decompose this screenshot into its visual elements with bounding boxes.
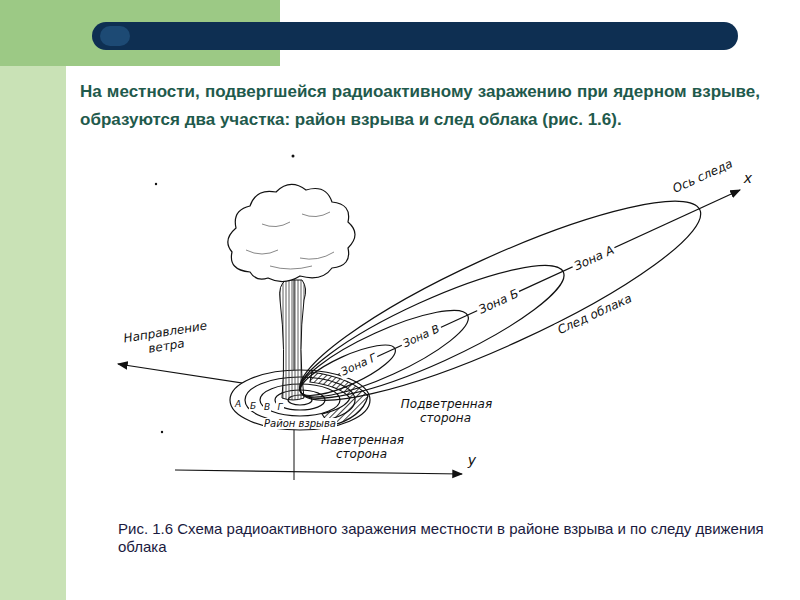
y-axis [175, 470, 462, 474]
ring-letter-text: Г [276, 402, 283, 412]
slide-title: На местности, подвергшейся радиоактивном… [80, 78, 760, 134]
figure-caption: Рис. 1.6 Схема радиоактивного заражения … [118, 520, 768, 556]
zone-ellipse: Зона Г [294, 335, 402, 406]
content-panel [66, 66, 800, 600]
cloud-shading [246, 212, 334, 269]
title-wrap: На местности, подвергшейся радиоактивном… [80, 78, 760, 134]
side-label-text: Подветренная сторона [400, 397, 492, 425]
zone-label: Зона А [570, 242, 618, 274]
trace-label-text: След облака [554, 291, 634, 338]
axis-label: Ось следа [659, 152, 747, 202]
dot [155, 183, 157, 185]
side-label: Подветренная сторона [386, 398, 506, 426]
side-bar [0, 0, 66, 600]
caption-wrap: Рис. 1.6 Схема радиоактивного заражения … [118, 520, 768, 556]
trace-label: След облака [542, 286, 648, 344]
axis-label-text: Ось следа [670, 156, 736, 196]
zone-outline-shape [295, 336, 401, 405]
side-label: Наветренная сторона [305, 434, 420, 462]
zone-label: Зона В [399, 321, 444, 351]
wind-label: Направление ветра [114, 319, 217, 362]
area-label: Район взрыва [255, 418, 345, 430]
zone-label: Зона Г [337, 350, 380, 380]
mushroom-cloud [228, 184, 355, 281]
zone-outline-shape [288, 243, 577, 420]
side-label-text: Наветренная сторона [320, 433, 404, 461]
zone-ellipse: Зона В Зона Г [290, 294, 477, 413]
zone-outline-shape [282, 169, 718, 432]
ring-letter: Б [247, 401, 259, 411]
ring-letter: А [232, 399, 244, 409]
header-bar [92, 22, 738, 50]
axis-letter: x [738, 170, 758, 186]
zone-label: Зона Б [475, 286, 523, 318]
header-bar-accent [100, 26, 130, 46]
wind-label-text: Направление ветра [122, 319, 208, 356]
ring-letter-text: В [263, 402, 271, 412]
zone-outline-shape [291, 295, 477, 412]
ring-letter-text: Б [249, 401, 257, 411]
ring-letter: Г [274, 402, 286, 412]
trace-axis [300, 190, 740, 392]
axis-letter-text: x [743, 170, 753, 186]
ring-letter-text: А [234, 399, 242, 409]
ring-letter: В [261, 402, 273, 412]
zone-ellipse: Зона А Зона Б Зона В Зона Г [281, 169, 719, 433]
dot [292, 155, 295, 158]
axis-letter-text: y [467, 452, 477, 468]
zone-ellipse: Зона Б Зона В Зона Г [287, 243, 577, 421]
area-label-text: Район взрыва [263, 418, 337, 429]
axis-letter: y [464, 452, 480, 468]
dot [161, 431, 163, 433]
